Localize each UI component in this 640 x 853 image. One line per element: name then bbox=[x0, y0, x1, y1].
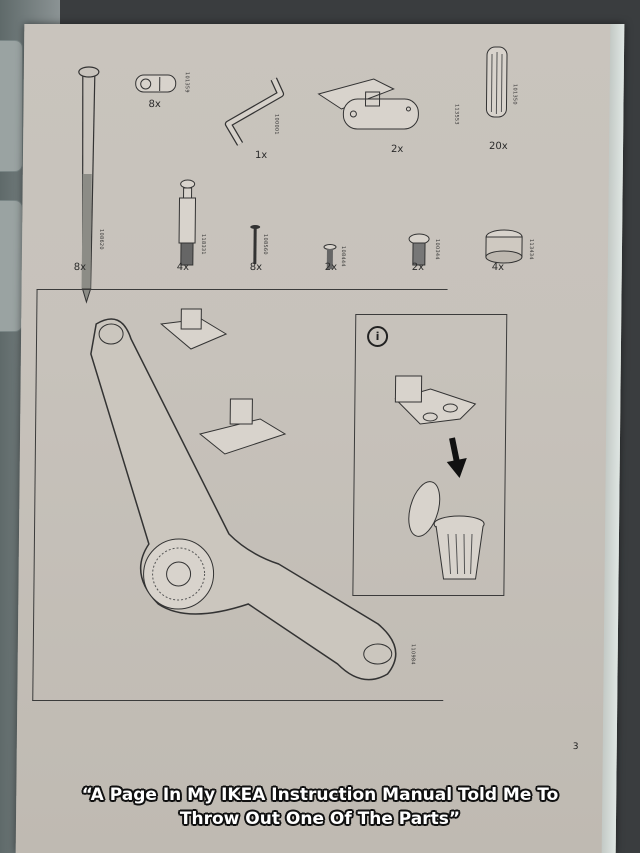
part-number: 108560 bbox=[261, 234, 269, 255]
trash-can-icon bbox=[408, 481, 485, 580]
info-icon: i bbox=[366, 326, 389, 347]
quantity-label: 2x bbox=[411, 262, 425, 273]
threaded-screw-icon bbox=[408, 233, 430, 266]
binder-tab bbox=[0, 40, 23, 172]
part-number: 110984 bbox=[409, 644, 416, 665]
part-number: 100001 bbox=[273, 114, 280, 135]
quantity-label: 20x bbox=[489, 141, 508, 152]
quantity-label: 8x bbox=[73, 262, 87, 273]
binder-tab bbox=[0, 200, 23, 332]
page-edge bbox=[601, 24, 625, 853]
quantity-label: 8x bbox=[148, 99, 161, 110]
quantity-label: 4x bbox=[491, 262, 505, 273]
part-number: 108620 bbox=[97, 229, 105, 250]
short-screw-icon bbox=[323, 244, 337, 269]
quantity-label: 2x bbox=[324, 262, 338, 273]
meme-caption: “A Page In My IKEA Instruction Manual To… bbox=[0, 783, 640, 831]
cam-dowel-icon bbox=[135, 74, 177, 93]
part-number: 101350 bbox=[511, 84, 518, 105]
part-number: 118331 bbox=[199, 234, 207, 255]
part-number: 113553 bbox=[453, 104, 460, 125]
small-nail-screw-icon bbox=[250, 225, 261, 264]
cam-lock-icon bbox=[485, 229, 523, 264]
down-arrow-icon bbox=[446, 437, 467, 478]
long-screw-icon bbox=[78, 66, 100, 304]
allen-key-icon bbox=[224, 77, 285, 146]
quantity-label: 1x bbox=[254, 150, 268, 161]
part-number: 113434 bbox=[527, 239, 535, 260]
caption-line-2: Throw Out One Of The Parts” bbox=[179, 809, 461, 829]
hinge-bracket-icon bbox=[317, 78, 419, 130]
cam-bolt-icon bbox=[178, 179, 197, 266]
part-number: 108444 bbox=[339, 246, 347, 267]
caption-line-1: “A Page In My IKEA Instruction Manual To… bbox=[81, 785, 559, 805]
instruction-page: 8x 108620 8x 101359 1x 100001 2x 113553 … bbox=[15, 24, 625, 853]
hinge-arm-icon bbox=[90, 308, 397, 681]
bracket-part-icon bbox=[394, 375, 477, 425]
part-number: 101359 bbox=[183, 72, 190, 93]
page-number: 3 bbox=[572, 742, 579, 752]
quantity-label: 4x bbox=[176, 262, 190, 273]
quantity-label: 2x bbox=[390, 144, 404, 155]
wood-dowel-icon bbox=[485, 46, 508, 118]
part-number: 100344 bbox=[433, 239, 441, 260]
quantity-label: 8x bbox=[249, 262, 263, 273]
